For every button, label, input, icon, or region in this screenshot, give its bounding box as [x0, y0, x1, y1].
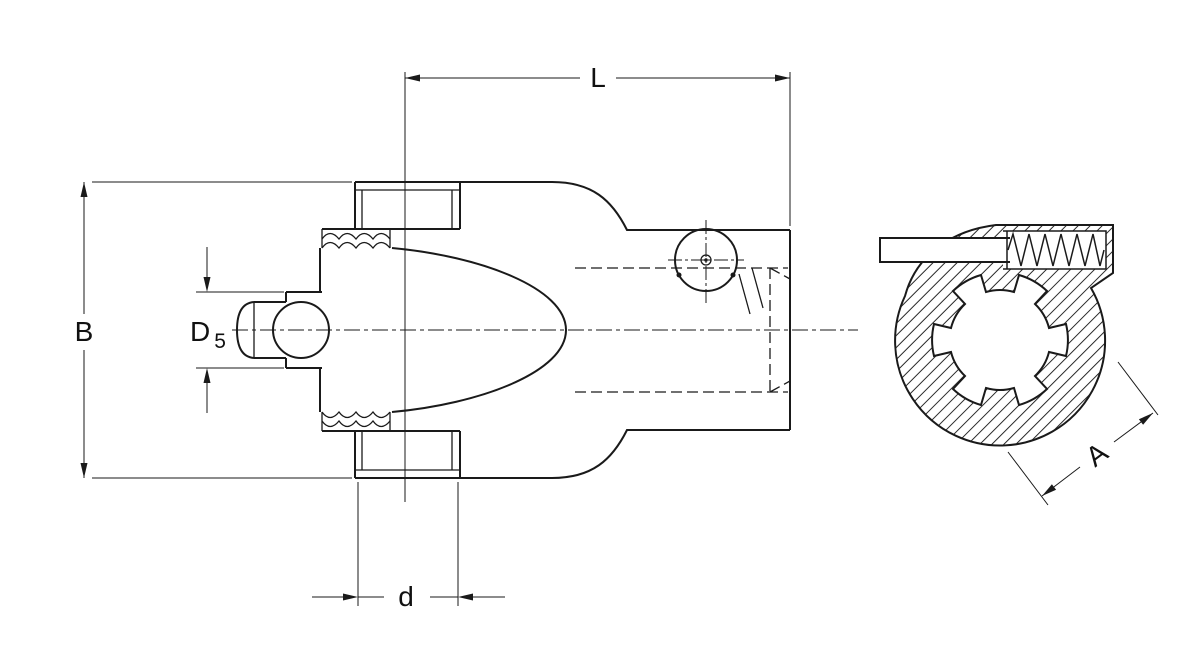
- cavity-curve: [391, 247, 568, 413]
- L-label: L: [590, 62, 606, 93]
- d-arrow-right: [458, 593, 473, 601]
- hub-section-with-spline-bore: [894, 224, 1114, 447]
- yoke-outline: [319, 181, 791, 479]
- pin-neck-lines: [254, 301, 286, 359]
- bottom-serration-row2: [321, 419, 391, 428]
- pin-hole-dot-right: [730, 272, 736, 278]
- pin-hole-dot-left: [676, 272, 682, 278]
- pin-detent-ball: [272, 301, 330, 359]
- cross-hole: [668, 220, 764, 315]
- dimensions: L B D 5 d: [75, 62, 790, 612]
- push-pin-outline: [879, 237, 1010, 263]
- push-pin-profile: [235, 291, 330, 369]
- A-arrow-lower: [1042, 484, 1057, 496]
- yoke-ears: [322, 182, 461, 478]
- d-arrow-left: [343, 593, 358, 601]
- spring-zigzag: [1007, 231, 1105, 267]
- d-label: d: [398, 581, 414, 612]
- spring-cavity-fill: [1003, 231, 1106, 269]
- top-serration-row1: [321, 232, 391, 241]
- A-arrow-upper: [1138, 413, 1153, 425]
- bearing-serrations: [321, 229, 391, 431]
- bottom-outline: [355, 429, 790, 479]
- D5-arrow-top: [203, 277, 211, 292]
- L-arrow-right: [775, 74, 790, 82]
- bottom-serration-row1: [321, 410, 391, 419]
- B-arrow-top: [80, 182, 88, 197]
- pin-slot-lines: [738, 267, 764, 315]
- A-label: A: [1080, 436, 1114, 472]
- D5-label-subscript: 5: [214, 330, 226, 353]
- pin-head-cap: [235, 301, 255, 359]
- inner-cavity: [391, 247, 568, 413]
- bore-chamfer-hidden: [769, 267, 791, 393]
- D5-label-base: D: [190, 316, 210, 347]
- dimension-B: B: [75, 181, 352, 479]
- B-extension-lines: [92, 181, 352, 479]
- centerlines: [232, 72, 858, 502]
- d-extension-lines: [357, 482, 459, 606]
- D5-arrow-bottom: [203, 368, 211, 383]
- D5-extension-lines: [196, 291, 284, 369]
- dimension-d: d: [312, 482, 505, 612]
- push-pin-fill: [880, 238, 1010, 262]
- spring-cavity-outline: [1003, 230, 1107, 270]
- top-outline: [355, 181, 790, 231]
- pin-collar-lines: [286, 291, 322, 369]
- dimension-D5: D 5: [190, 247, 284, 413]
- L-arrow-left: [405, 74, 420, 82]
- B-label: B: [75, 316, 94, 347]
- B-arrow-bottom: [80, 463, 88, 478]
- side-view: [232, 72, 858, 502]
- A-extension-lines: [1007, 361, 1159, 506]
- end-view: A: [879, 224, 1159, 506]
- top-serration-row2: [321, 241, 391, 250]
- D5-label: D 5: [190, 316, 226, 353]
- dimension-L: L: [405, 62, 790, 93]
